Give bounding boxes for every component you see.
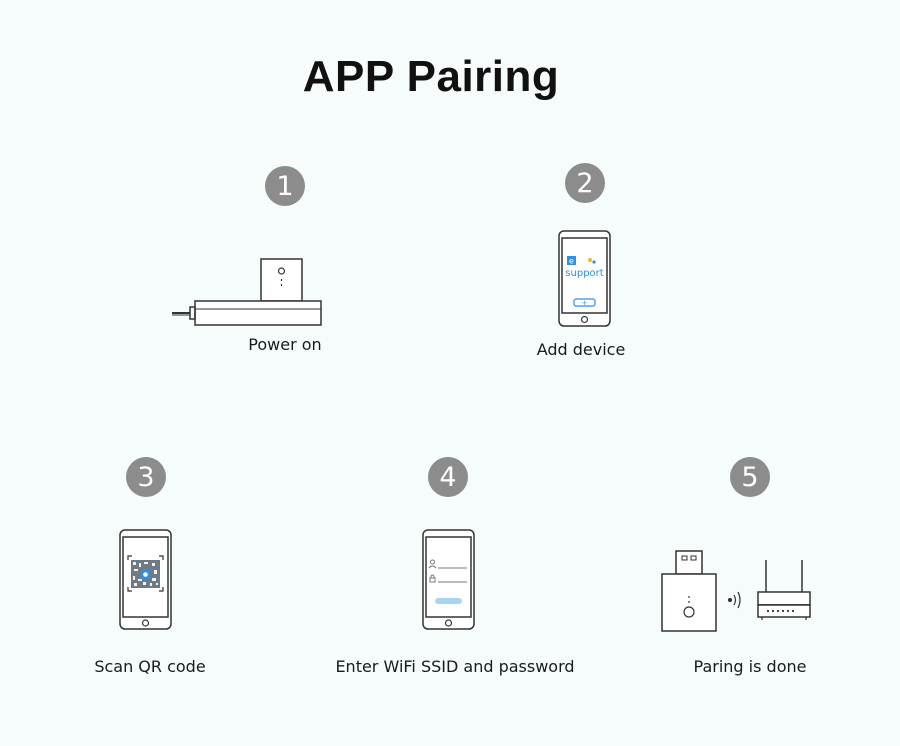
confirm-button	[435, 598, 462, 604]
step-2-caption: Add device	[536, 340, 626, 359]
qr-scan-frame-icon	[127, 555, 164, 592]
usb-smart-adapter-icon	[661, 550, 717, 632]
step-3-illustration	[119, 529, 173, 631]
step-4-number: 4	[439, 461, 457, 493]
step-3-caption: Scan QR code	[94, 657, 206, 676]
step-4-caption: Enter WiFi SSID and password	[335, 657, 575, 676]
qr-code-icon	[131, 560, 160, 588]
step-5-caption: Paring is done	[693, 657, 807, 676]
page-title: APP Pairing	[302, 52, 560, 101]
step-4-badge: 4	[428, 457, 468, 497]
wifi-signal-icon	[727, 591, 741, 609]
step-1-caption: Power on	[248, 335, 322, 354]
smartphone-icon	[558, 230, 611, 327]
app-logo-icon: e	[567, 256, 596, 266]
app-letter: e	[569, 257, 574, 266]
smart-switch-device-icon	[172, 258, 322, 326]
step-5-number: 5	[741, 461, 759, 493]
step-3-badge: 3	[126, 457, 166, 497]
step-2-illustration: e support +	[558, 230, 612, 328]
step-4-illustration	[422, 529, 476, 631]
smartphone-icon	[422, 529, 475, 630]
step-1-number: 1	[276, 170, 294, 202]
add-device-button-label: +	[582, 299, 588, 307]
step-5-illustration	[660, 548, 835, 634]
app-name: support	[565, 268, 603, 279]
step-3-number: 3	[137, 461, 155, 493]
lock-field-icon	[429, 574, 467, 583]
step-2-badge: 2	[565, 163, 605, 203]
step-2-number: 2	[576, 167, 594, 199]
step-1-badge: 1	[265, 166, 305, 206]
wifi-router-icon	[757, 560, 811, 620]
step-5-badge: 5	[730, 457, 770, 497]
step-1-illustration	[168, 256, 328, 330]
add-device-button	[573, 298, 596, 307]
user-field-icon	[428, 559, 467, 569]
